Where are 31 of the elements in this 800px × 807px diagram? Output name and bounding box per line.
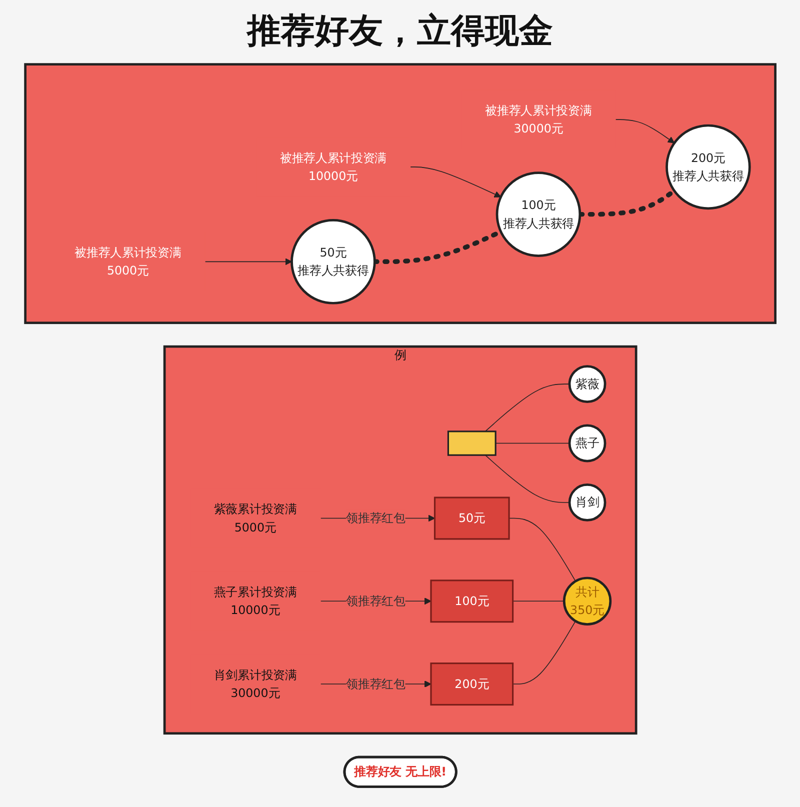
arrow [409, 166, 501, 198]
connector [494, 442, 570, 444]
node-circle: 肖剑 [568, 484, 606, 522]
node-circle: 50元 推荐人共获得 [290, 219, 376, 304]
connector [484, 384, 570, 432]
node-circle: 200元 推荐人共获得 [665, 124, 751, 210]
edge-label: 领推荐红包 [346, 676, 406, 691]
node-text: 燕子累计投资满 10000元 [214, 584, 296, 617]
connector [512, 600, 564, 602]
node-text: 肖剑累计投资满 30000元 [214, 668, 296, 700]
node-circle: 紫薇 [568, 365, 606, 403]
arrow [204, 258, 292, 266]
node-text: 被推荐人累计投资满 5000元 [74, 245, 181, 278]
node-box: 200元 [430, 662, 514, 706]
title: 推荐好友，立得现金 [245, 10, 554, 53]
arrow [614, 119, 674, 144]
node-circle: 100元 推荐人共获得 [496, 172, 581, 257]
node-circle: 燕子 [568, 424, 606, 462]
node-circle: 共计 350元 [562, 576, 612, 626]
node-box: 50元 [434, 496, 510, 540]
node-box: 100元 [430, 580, 514, 623]
connector [508, 518, 576, 582]
node-text: 被推荐人累计投资满 30000元 [484, 103, 592, 136]
connector [484, 454, 570, 503]
connector [512, 620, 576, 684]
edge-label: 领推荐红包 [346, 594, 406, 608]
node-text: 紫薇累计投资满 5000元 [214, 502, 296, 534]
node-picture [447, 430, 496, 456]
edge-label: 领推荐红包 [346, 510, 406, 526]
node-text: 被推荐人累计投资满 10000元 [280, 150, 386, 183]
cluster [24, 63, 776, 324]
